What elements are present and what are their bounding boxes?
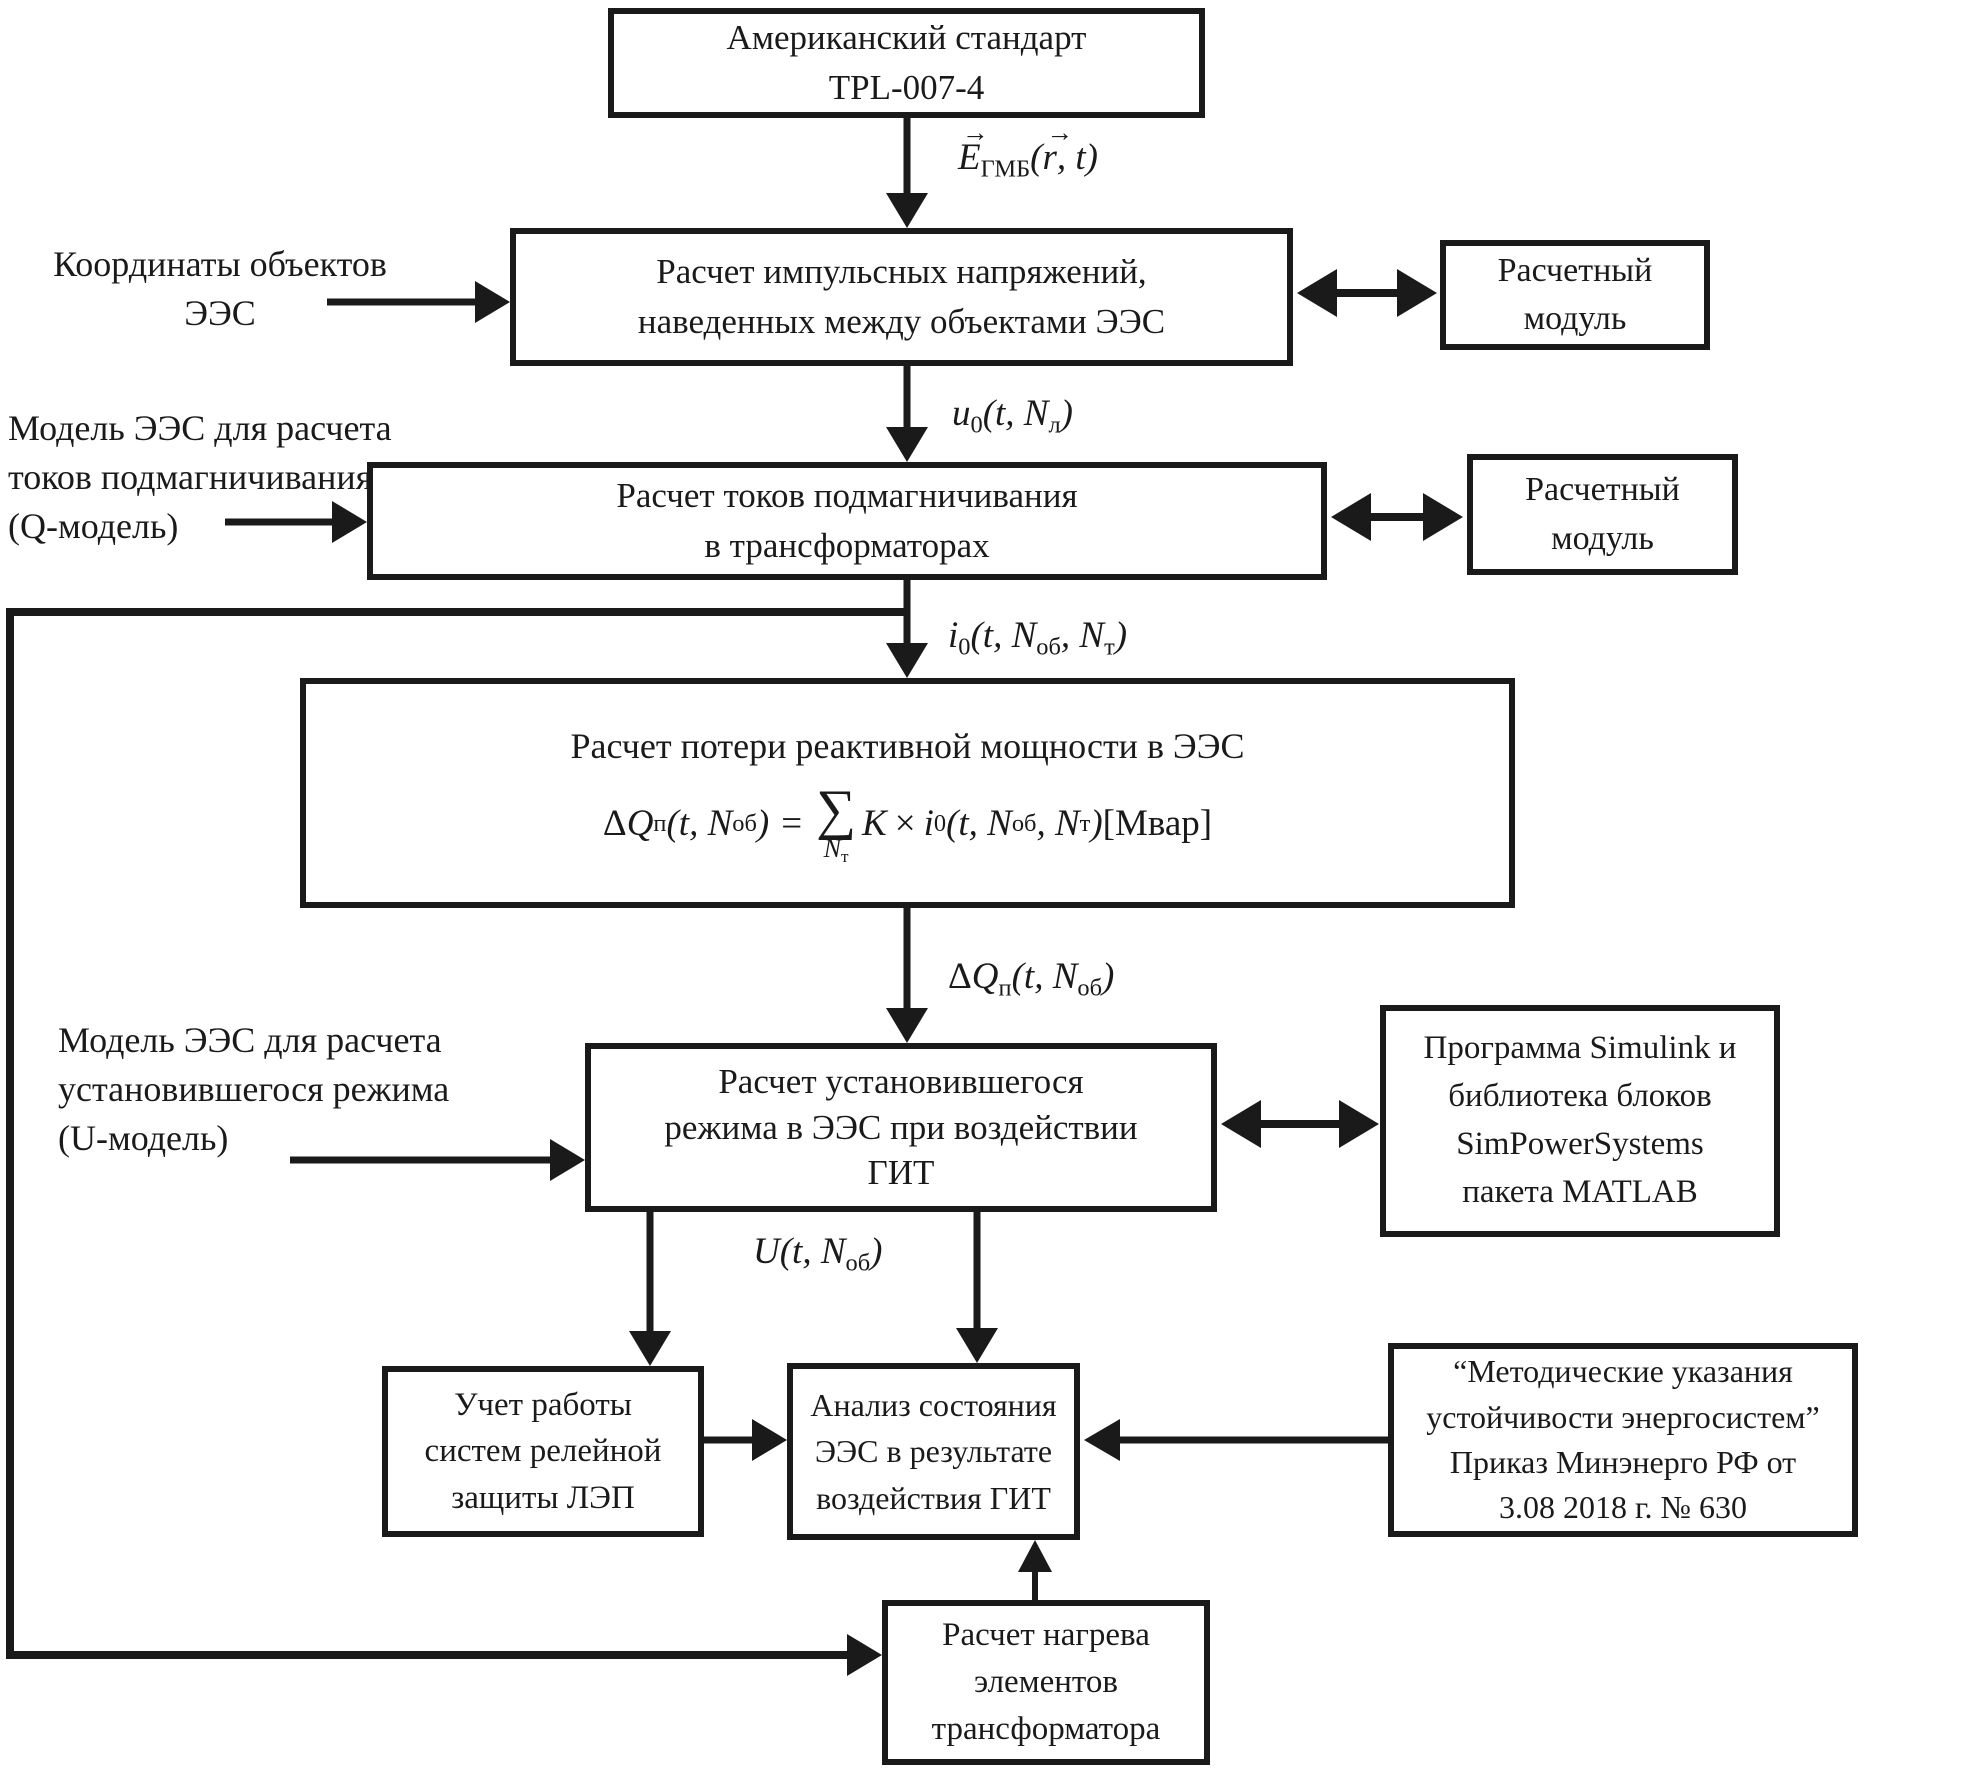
- input-label-qmodel: Модель ЭЭС для расчета токов подмагничив…: [8, 404, 448, 551]
- box-reactive-power-loss: Расчет потери реактивной мощности в ЭЭС …: [300, 678, 1515, 908]
- box-line: SimPowerSystems: [1456, 1126, 1704, 1162]
- arrow-magnetizing-to-reactive: [886, 580, 928, 678]
- box-line: Расчет импульсных напряжений,: [656, 252, 1147, 292]
- vector-r: →r: [1042, 117, 1074, 178]
- box-line: защиты ЛЭП: [451, 1479, 635, 1516]
- label-line: Координаты объектов: [53, 244, 387, 284]
- arrow-umodel-input: [290, 1139, 585, 1181]
- label-line: токов подмагничивания: [8, 456, 373, 497]
- signal-e-gmb: →EГМБ(→r, t): [958, 117, 1098, 183]
- box-line: Расчет нагрева: [942, 1617, 1150, 1654]
- arrow-magnetizing-module2-bidirectional: [1331, 493, 1463, 541]
- box-line: в трансформаторах: [704, 526, 990, 565]
- box-simulink: Программа Simulink и библиотека блоков S…: [1380, 1005, 1780, 1237]
- input-label-umodel: Модель ЭЭС для расчета установившегося р…: [58, 1016, 508, 1163]
- box-steady-state: Расчет установившегося режима в ЭЭС при …: [585, 1043, 1217, 1212]
- box-line: библиотека блоков: [1448, 1078, 1712, 1115]
- box-line: Программа Simulink и: [1423, 1030, 1737, 1067]
- box-line: модуль: [1523, 300, 1627, 337]
- arrow-impulse-module1-bidirectional: [1297, 269, 1437, 317]
- box-line: воздействия ГИТ: [816, 1479, 1051, 1516]
- arrow-impulse-to-magnetizing: [886, 366, 928, 462]
- box-line: систем релейной: [424, 1433, 662, 1470]
- arrow-coords-input: [327, 281, 510, 323]
- arrow-method-to-analysis: [1084, 1419, 1388, 1461]
- signal-i0: i0(t, Nоб, Nт): [948, 615, 1128, 661]
- label-line: (U-модель): [58, 1117, 229, 1158]
- arrow-reactive-to-steady: [886, 908, 928, 1043]
- box-relay-protection: Учет работы систем релейной защиты ЛЭП: [382, 1366, 704, 1537]
- arrow-steady-to-analysis: [956, 1212, 998, 1363]
- label-line: Модель ЭЭС для расчета: [58, 1020, 442, 1060]
- feedback-line-i0-to-heating: [6, 608, 907, 1676]
- box-line: устойчивости энергосистем”: [1426, 1398, 1820, 1435]
- arrow-standard-to-impulse: [886, 118, 928, 228]
- input-label-coordinates: Координаты объектов ЭЭС: [10, 240, 430, 338]
- box-line: трансформатора: [931, 1710, 1161, 1747]
- box-line: режима в ЭЭС при воздействии: [664, 1107, 1138, 1147]
- box-line: Расчетный: [1497, 251, 1653, 289]
- box-american-standard: Американский стандарт TPL-007-4: [608, 8, 1205, 118]
- box-line: ЭЭС в результате: [814, 1433, 1053, 1470]
- box-calc-module-1: Расчетный модуль: [1440, 240, 1710, 350]
- box-line: Приказ Минэнерго РФ от: [1449, 1444, 1797, 1480]
- box-calc-module-2: Расчетный модуль: [1467, 454, 1738, 575]
- arrow-qmodel-input: [225, 501, 367, 543]
- vector-e: →E: [958, 117, 989, 178]
- box-method-guidelines: “Методические указания устойчивости энер…: [1388, 1343, 1858, 1537]
- arrow-steady-to-relay: [629, 1212, 671, 1366]
- box-line: модуль: [1551, 519, 1654, 557]
- box-line: элементов: [974, 1664, 1118, 1701]
- box-line: TPL-007-4: [828, 68, 985, 107]
- box-line: Анализ состояния: [810, 1386, 1057, 1423]
- label-line: ЭЭС: [184, 292, 256, 333]
- box-transformer-heating: Расчет нагрева элементов трансформатора: [882, 1600, 1210, 1765]
- box-line: Расчет токов подмагничивания: [616, 476, 1078, 516]
- arrow-steady-simulink-bidirectional: [1221, 1100, 1379, 1148]
- label-line: Модель ЭЭС для расчета: [8, 408, 392, 448]
- box-magnetizing-currents: Расчет токов подмагничивания в трансформ…: [367, 462, 1327, 580]
- box-line: ГИТ: [867, 1153, 935, 1193]
- box-ees-state-analysis: Анализ состояния ЭЭС в результате воздей…: [787, 1363, 1080, 1540]
- sum-operator: ∑ Nт: [816, 779, 857, 866]
- box-line: наведенных между объектами ЭЭС: [637, 302, 1166, 341]
- box-line: пакета MATLAB: [1462, 1173, 1698, 1210]
- label-line: установившегося режима: [58, 1068, 450, 1109]
- signal-delta-q: ΔQп(t, Nоб): [948, 956, 1115, 1002]
- box-line: Американский стандарт: [726, 18, 1087, 58]
- label-line: (Q-модель): [8, 505, 179, 546]
- signal-u: U(t, Nоб): [753, 1231, 883, 1277]
- box-impulse-voltages: Расчет импульсных напряжений, наведенных…: [510, 228, 1293, 366]
- arrow-heating-to-analysis: [1018, 1540, 1052, 1600]
- box-line: 3.08 2018 г. № 630: [1498, 1489, 1748, 1526]
- arrow-relay-to-analysis: [704, 1419, 787, 1461]
- box-line: Расчетный: [1525, 471, 1680, 509]
- reactive-box-title: Расчет потери реактивной мощности в ЭЭС: [570, 726, 1245, 767]
- box-line: “Методические указания: [1453, 1353, 1793, 1390]
- box-line: Расчет установившегося: [718, 1062, 1084, 1102]
- box-line: Учет работы: [454, 1387, 632, 1424]
- signal-u0: u0(t, Nл): [952, 393, 1073, 439]
